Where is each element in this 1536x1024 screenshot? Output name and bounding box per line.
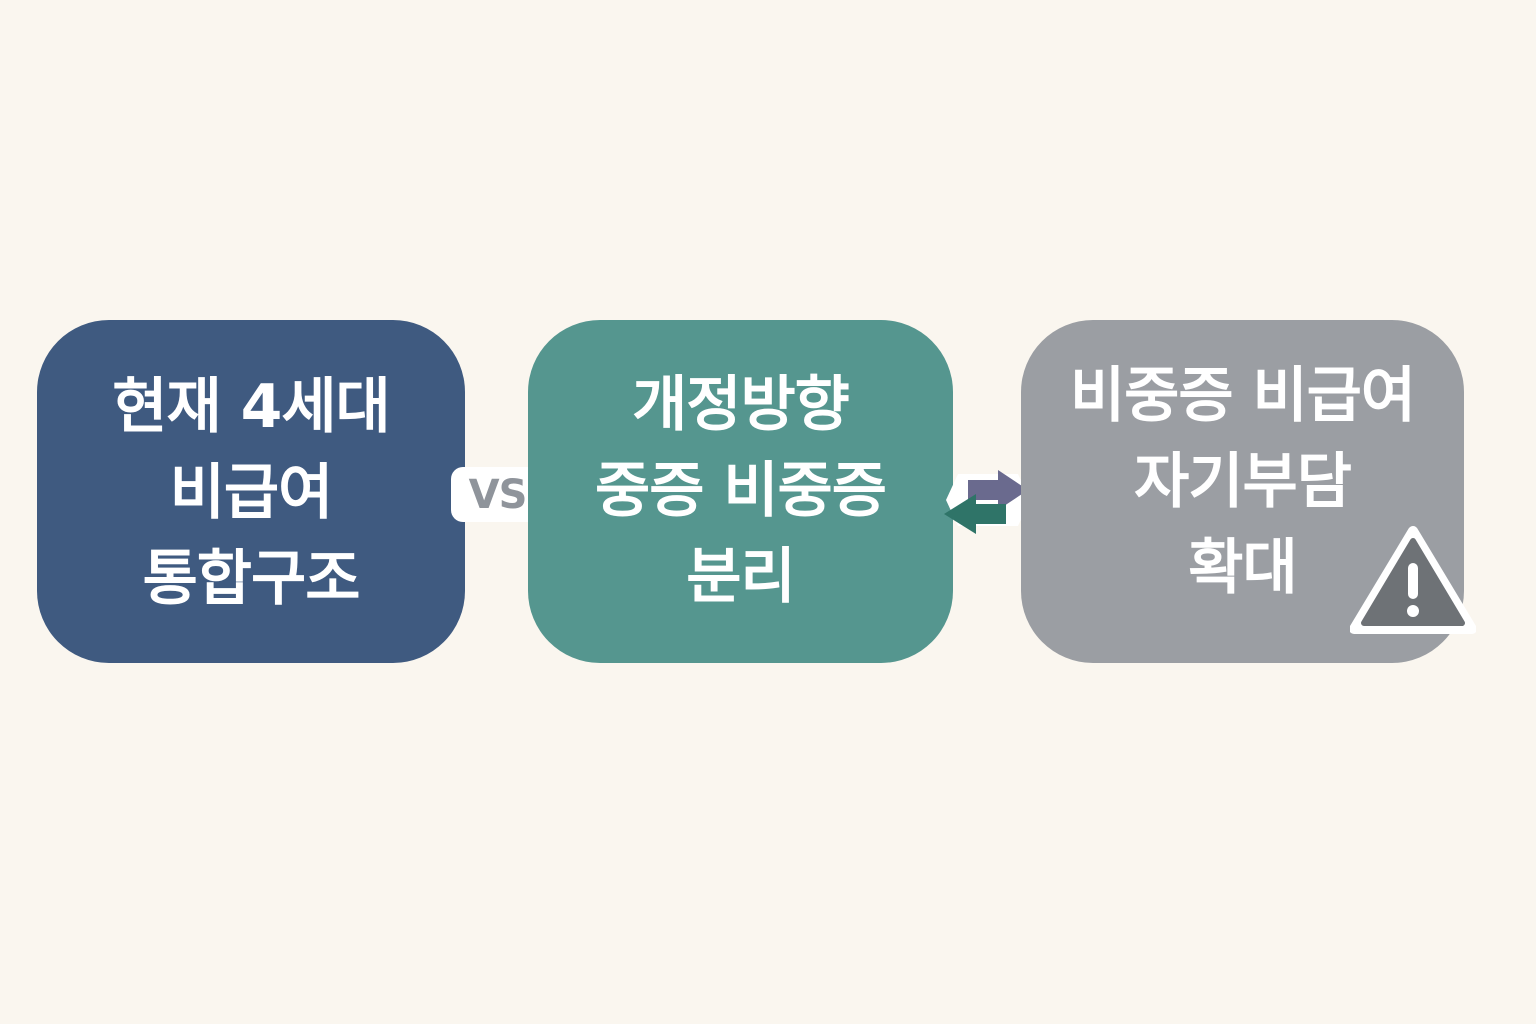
self-pay-expansion-text: 비중증 비급여 자기부담 확대 [1069,353,1416,611]
card-line: 자기부담 [1134,446,1352,517]
card-line: 개정방향 [632,369,850,440]
reform-direction-card: 개정방향 중증 비중증 분리 [528,320,953,663]
current-structure-text: 현재 4세대 비급여 통합구조 [112,364,390,622]
right-arrow-icon [968,470,1028,510]
card-line: 분리 [686,541,795,612]
warning-exclamation-bar [1408,563,1418,599]
warning-triangle-icon [1350,526,1476,634]
card-line: 확대 [1188,532,1297,603]
card-line: 비중증 비급여 [1069,360,1416,431]
card-line: 통합구조 [142,543,361,614]
card-line: 중증 비중증 [595,455,887,526]
left-arrow-icon [944,494,1006,534]
bidirectional-arrows-icon [944,470,1030,534]
current-structure-card: 현재 4세대 비급여 통합구조 [37,320,465,663]
warning-exclamation-dot [1407,605,1419,617]
card-line: 현재 4세대 [112,371,390,442]
reform-direction-text: 개정방향 중증 비중증 분리 [595,362,887,620]
card-line: 비급여 [169,457,334,528]
